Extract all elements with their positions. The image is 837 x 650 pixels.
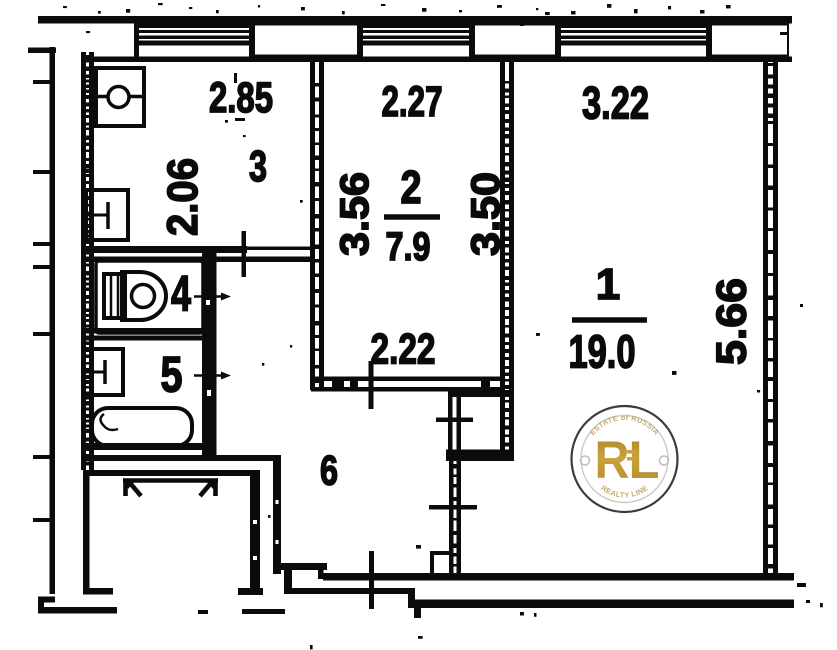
svg-text:4: 4 bbox=[171, 266, 191, 322]
svg-text:6: 6 bbox=[320, 446, 338, 493]
svg-text:5.66: 5.66 bbox=[707, 278, 754, 365]
svg-text:5: 5 bbox=[161, 347, 183, 403]
svg-text:1: 1 bbox=[596, 260, 620, 309]
svg-text:7.9: 7.9 bbox=[386, 225, 431, 269]
svg-text:3: 3 bbox=[249, 142, 267, 191]
svg-text:2.27: 2.27 bbox=[382, 78, 443, 126]
svg-text:3.50: 3.50 bbox=[464, 172, 508, 256]
svg-text:19.0: 19.0 bbox=[569, 325, 636, 377]
svg-text:3.22: 3.22 bbox=[582, 78, 649, 129]
svg-text:2.06: 2.06 bbox=[159, 158, 207, 236]
svg-text:2.22: 2.22 bbox=[371, 325, 436, 373]
svg-text:2.85: 2.85 bbox=[209, 74, 273, 122]
svg-text:2: 2 bbox=[401, 161, 422, 213]
svg-text:R: R bbox=[595, 431, 630, 490]
svg-text:3.56: 3.56 bbox=[333, 172, 377, 256]
